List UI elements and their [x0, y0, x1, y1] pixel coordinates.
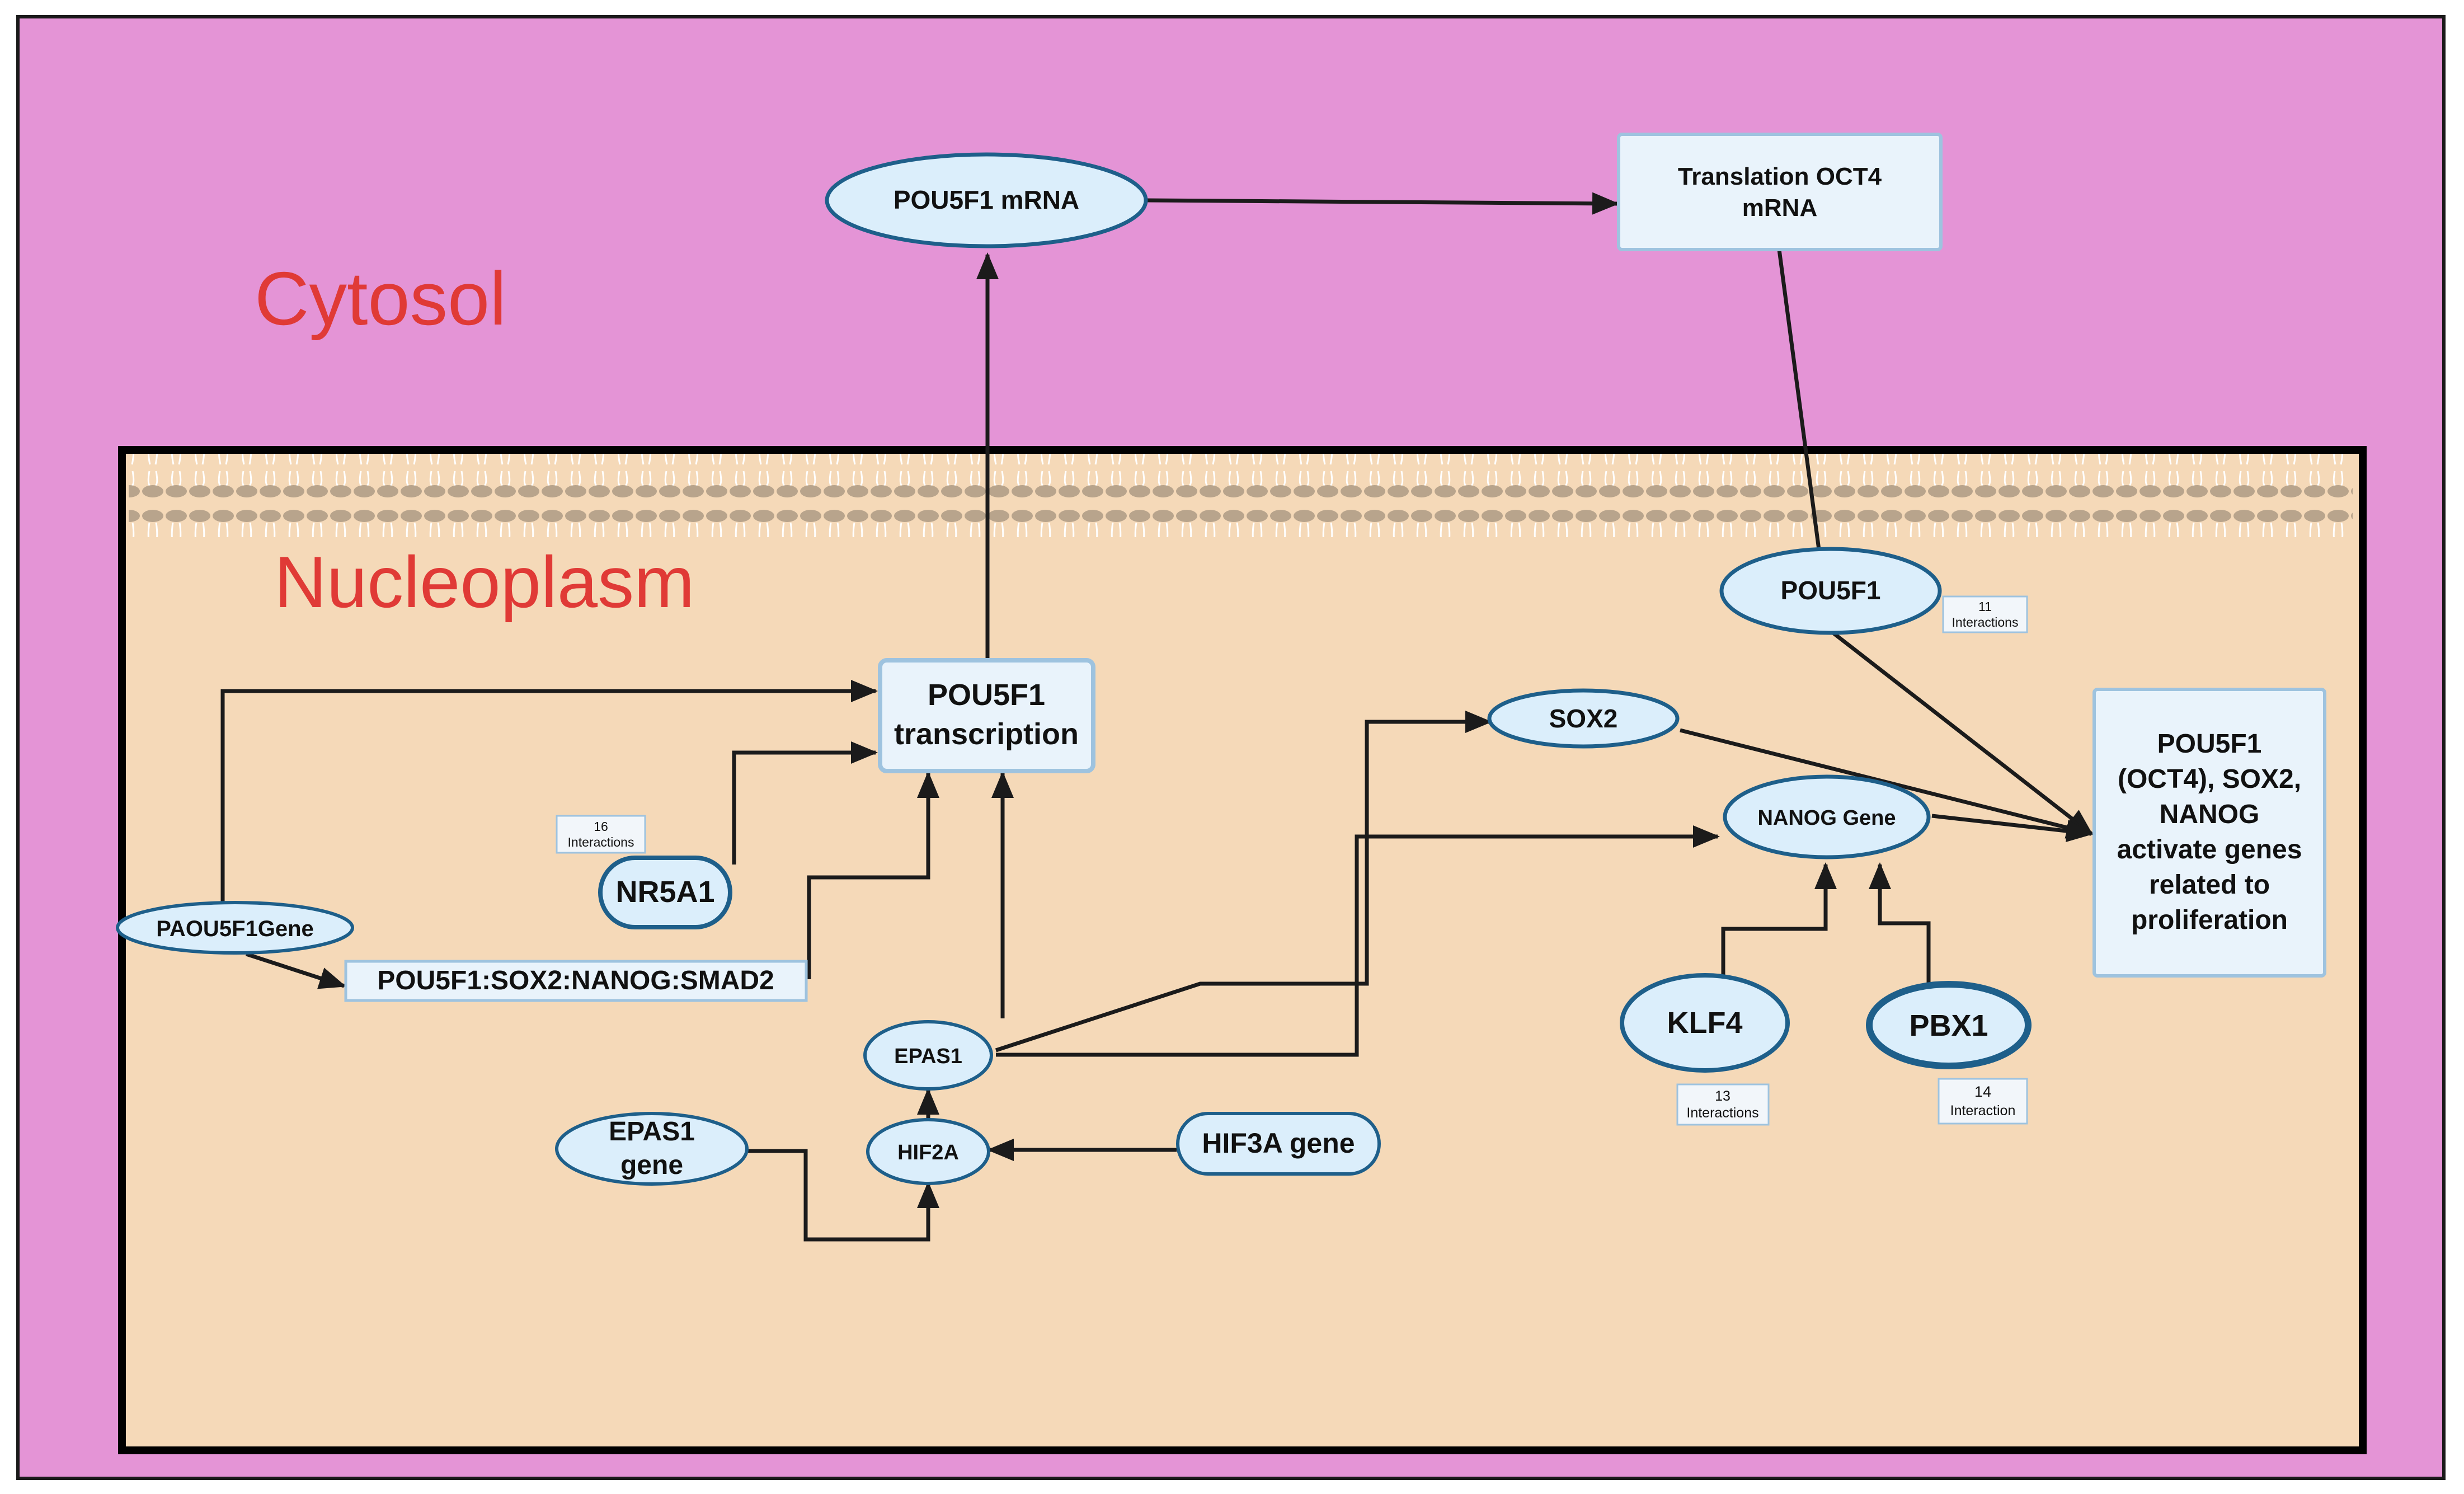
edge-epas1-to-nanog: [996, 825, 1720, 1057]
edge-nanog-to-outcome: [1931, 814, 2094, 842]
edge-complex-to-transcription: [807, 771, 939, 979]
node-epas1[interactable]: EPAS1: [863, 1020, 993, 1091]
edge-gene-to-transcription: [220, 680, 878, 917]
edge-nr5a1-to-transcription: [732, 741, 878, 865]
node-klf4[interactable]: KLF4: [1620, 973, 1790, 1073]
node-pou5f1-mrna[interactable]: POU5F1 mRNA: [825, 152, 1148, 248]
node-outcome: POU5F1 (OCT4), SOX2, NANOG activate gene…: [2092, 688, 2326, 978]
cytosol-label: Cytosol: [255, 256, 506, 341]
badge-count: 13: [1715, 1088, 1731, 1104]
badge-label: Interactions: [1952, 615, 2019, 629]
outcome-line: POU5F1: [2157, 729, 2262, 759]
outcome-line: (OCT4), SOX2,: [2118, 764, 2301, 794]
node-label-line2: mRNA: [1742, 194, 1817, 222]
edge-gene-to-complex: [245, 952, 346, 989]
edge-epas1-to-sox2: [995, 711, 1492, 1053]
edge-translation-to-pou5f1: [1777, 249, 1831, 581]
badge-pou5f1-interactions: 11 Interactions: [1942, 595, 2028, 633]
node-hif2a[interactable]: HIF2A: [866, 1118, 990, 1185]
node-label: POU5F1: [1781, 576, 1881, 605]
edge-sox2-to-outcome: [1680, 728, 2094, 839]
outcome-line: proliferation: [2131, 905, 2288, 935]
node-translation-oct4-mrna[interactable]: Translation OCT4 mRNA: [1617, 133, 1943, 251]
node-pou5f1-transcription[interactable]: POU5F1 transcription: [878, 658, 1095, 773]
node-nanog-gene[interactable]: NANOG Gene: [1723, 774, 1931, 859]
nucleoplasm-label: Nucleoplasm: [274, 541, 694, 623]
node-label: POU5F1 mRNA: [894, 185, 1079, 214]
badge-klf4-interactions: 13 Interactions: [1676, 1083, 1770, 1126]
node-epas1-gene[interactable]: EPAS1 gene: [555, 1112, 749, 1186]
outcome-line: NANOG: [2160, 800, 2260, 829]
node-label-line2: gene: [620, 1150, 683, 1180]
node-label: NR5A1: [615, 875, 714, 909]
node-label: HIF3A gene: [1202, 1127, 1355, 1159]
node-label-line2: transcription: [894, 717, 1079, 751]
nucleoplasm-border: [118, 446, 2367, 1454]
edge-pou5f1-to-outcome: [1831, 631, 2094, 835]
node-label: KLF4: [1667, 1006, 1743, 1040]
edge-mrna-to-translation: [1146, 192, 1619, 215]
node-label-line1: POU5F1: [928, 678, 1045, 712]
node-label-line1: EPAS1: [609, 1117, 695, 1147]
node-pou5f1[interactable]: POU5F1: [1719, 547, 1942, 635]
node-hif3a-gene[interactable]: HIF3A gene: [1176, 1112, 1381, 1176]
nuclear-membrane: [129, 453, 2353, 537]
edge-pbx1-to-nanog: [1869, 862, 1931, 989]
node-sox2[interactable]: SOX2: [1487, 688, 1680, 749]
node-label: EPAS1: [894, 1045, 962, 1068]
badge-label: Interaction: [1950, 1103, 2016, 1119]
node-nr5a1[interactable]: NR5A1: [598, 856, 732, 929]
edge-epas1gene-to-hif2a: [747, 1149, 939, 1242]
node-label: SOX2: [1549, 704, 1618, 733]
node-label: PBX1: [1909, 1009, 1988, 1042]
badge-count: 11: [1978, 599, 1992, 614]
badge-label: Interactions: [568, 835, 634, 849]
node-label-line1: Translation OCT4: [1678, 163, 1882, 190]
node-complex[interactable]: POU5F1:SOX2:NANOG:SMAD2: [344, 960, 808, 1002]
badge-pbx1-interactions: 14 Interaction: [1938, 1078, 2028, 1125]
badge-nr5a1-interactions: 16 Interactions: [556, 815, 646, 854]
node-paou5f1-gene[interactable]: PAOU5F1Gene: [116, 901, 354, 955]
node-label: HIF2A: [897, 1141, 959, 1164]
node-label: NANOG Gene: [1757, 806, 1896, 830]
outcome-line: activate genes: [2117, 835, 2302, 865]
badge-count: 14: [1974, 1083, 1991, 1100]
node-label: POU5F1:SOX2:NANOG:SMAD2: [377, 966, 774, 995]
badge-label: Interactions: [1686, 1105, 1758, 1121]
outcome-line: related to: [2149, 870, 2270, 900]
badge-count: 16: [594, 819, 608, 834]
edge-klf4-to-nanog: [1721, 862, 1837, 992]
node-label: PAOU5F1Gene: [156, 917, 314, 941]
node-pbx1[interactable]: PBX1: [1866, 981, 2032, 1069]
